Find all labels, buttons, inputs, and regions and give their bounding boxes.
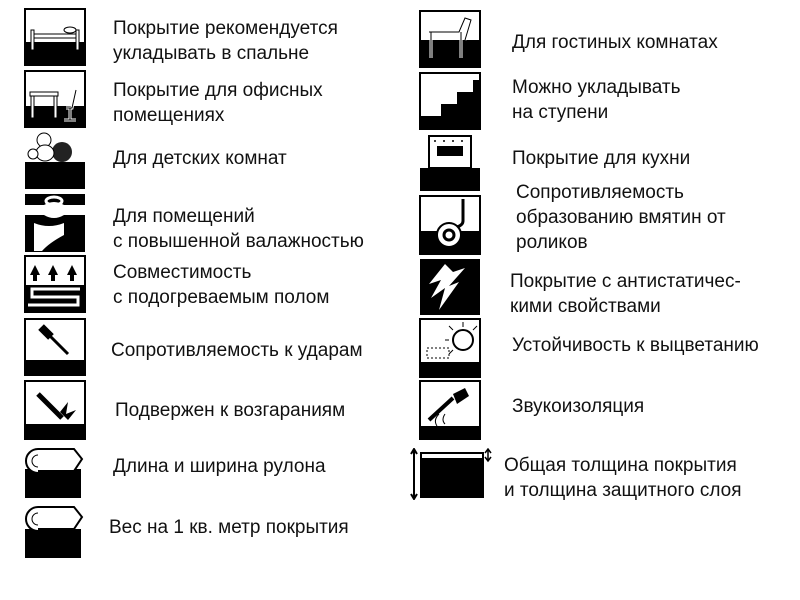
label-line: Длина и ширина рулона xyxy=(113,456,326,477)
roll-weight-icon xyxy=(24,505,86,559)
cigarette-burn-icon xyxy=(24,380,86,440)
label-line: Сопротивляемость к ударам xyxy=(111,340,363,361)
label-line: Для помещений xyxy=(113,206,255,227)
label-heated-floor: Совместимость с подогреваемым полом xyxy=(113,260,329,310)
label-line: с повышенной валажностью xyxy=(113,231,364,252)
stairs-icon xyxy=(419,72,481,130)
label-line: и толщина защитного слоя xyxy=(504,480,742,501)
office-desk-chair-icon xyxy=(24,70,86,128)
label-line: Для гостиных комнатах xyxy=(512,32,718,53)
label-line: роликов xyxy=(516,232,588,253)
label-humidity: Для помещений с повышенной валажностью xyxy=(113,204,364,254)
label-thickness: Общая толщина покрытия и толщина защитног… xyxy=(504,453,742,503)
label-line: Сопротивляемость xyxy=(516,182,684,203)
label-roll-size: Длина и ширина рулона xyxy=(113,454,326,479)
label-line: Устойчивость к выцветанию xyxy=(512,335,759,356)
label-stairs: Можно укладывать на ступени xyxy=(512,75,681,125)
thickness-icon xyxy=(410,448,492,500)
label-line: помещениях xyxy=(113,105,225,126)
label-line: Общая толщина покрытия xyxy=(504,455,737,476)
label-line: Совместимость xyxy=(113,262,252,283)
teddy-bear-toys-icon xyxy=(24,130,86,190)
label-kids: Для детских комнат xyxy=(113,146,287,171)
castor-wheel-icon xyxy=(419,195,481,255)
label-line: Можно укладывать xyxy=(512,77,681,98)
label-line: с подогреваемым полом xyxy=(113,287,330,308)
label-line: Покрытие для кухни xyxy=(512,148,691,169)
label-antistatic: Покрытие с антистатичес-кими свойствами xyxy=(510,269,741,319)
label-bedroom: Покрытие рекомендуется укладывать в спаль… xyxy=(113,16,338,66)
label-line: Подвержен к возгараниям xyxy=(115,400,346,421)
label-line: кими свойствами xyxy=(510,296,661,317)
hammer-impact-icon xyxy=(24,318,86,376)
label-fade: Устойчивость к выцветанию xyxy=(512,333,759,358)
label-line: образованию вмятин от xyxy=(516,207,726,228)
label-living-room: Для гостиных комнатах xyxy=(512,30,718,55)
label-impact: Сопротивляемость к ударам xyxy=(111,338,363,363)
label-sound: Звукоизоляция xyxy=(512,394,644,419)
label-line: Звукоизоляция xyxy=(512,396,645,417)
kitchen-stove-icon xyxy=(419,134,481,192)
roll-dimensions-icon xyxy=(24,447,86,499)
antistatic-lightning-icon xyxy=(419,258,481,316)
label-kitchen: Покрытие для кухни xyxy=(512,146,690,171)
label-line: Покрытие рекомендуется xyxy=(113,18,338,39)
underfloor-heating-icon xyxy=(24,255,86,313)
sun-fade-resistance-icon xyxy=(419,318,481,378)
label-weight: Вес на 1 кв. метр покрытия xyxy=(109,515,349,540)
label-flammable: Подвержен к возгараниям xyxy=(115,398,345,423)
water-tap-icon xyxy=(24,193,86,253)
label-line: Покрытие для офисных xyxy=(113,80,323,101)
label-line: на ступени xyxy=(512,102,609,123)
label-line: Вес на 1 кв. метр покрытия xyxy=(109,517,349,538)
label-castor: Сопротивляемость образованию вмятин от рол… xyxy=(516,180,726,255)
label-line: укладывать в спальне xyxy=(113,43,310,64)
bed-icon xyxy=(24,8,86,66)
armchair-icon xyxy=(419,10,481,68)
label-office: Покрытие для офисных помещениях xyxy=(113,78,323,128)
label-line: Для детских комнат xyxy=(113,148,287,169)
label-line: Покрытие с антистатичес- xyxy=(510,271,741,292)
sound-insulation-icon xyxy=(419,380,481,440)
